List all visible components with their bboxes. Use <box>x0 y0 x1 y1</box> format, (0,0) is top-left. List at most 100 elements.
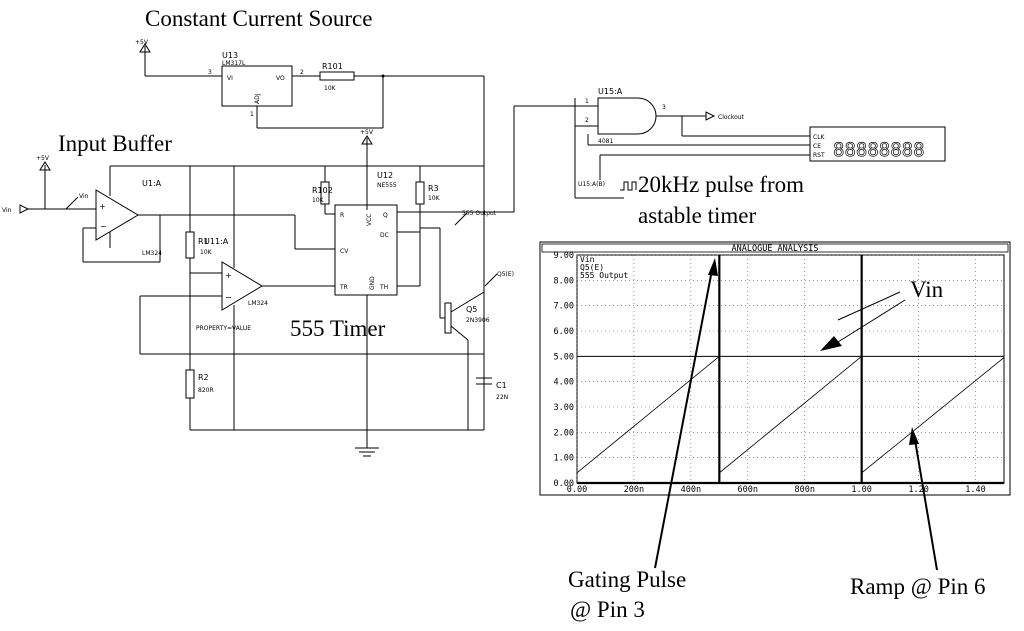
x-tick-label: 400n <box>681 485 701 495</box>
svg-text:ADJ: ADJ <box>254 93 261 104</box>
svg-text:1: 1 <box>250 111 254 118</box>
y-tick-label: 2.00 <box>554 428 574 438</box>
svg-text:−: − <box>100 222 107 231</box>
svg-text:U15:A: U15:A <box>598 87 623 96</box>
r1-resistor: R1 10K <box>185 166 213 370</box>
pulse-source: U15:A(B) <box>574 181 637 199</box>
y-tick-label: 6.00 <box>554 327 574 337</box>
vin-source: Vin +5V Vin <box>2 155 96 214</box>
svg-text:CE: CE <box>813 143 821 150</box>
gating-pulse-label-line2: @ Pin 3 <box>570 597 645 622</box>
svg-text:Q: Q <box>383 212 388 219</box>
legend-entry: Vin <box>580 255 595 264</box>
svg-text:820R: 820R <box>198 387 214 394</box>
timer-555-label: 555 Timer <box>290 316 386 341</box>
chart-title: ANALOGUE ANALYSIS <box>732 244 819 254</box>
y-tick-label: 5.00 <box>554 352 574 362</box>
gating-pulse-label-line1: Gating Pulse <box>568 567 686 592</box>
x-tick-label: 1.40 <box>965 485 985 495</box>
svg-text:10K: 10K <box>200 249 213 256</box>
input-buffer-label: Input Buffer <box>58 131 172 156</box>
svg-text:10K: 10K <box>324 85 337 92</box>
series-line-q5-e- <box>576 355 1005 474</box>
svg-text:C1: C1 <box>496 381 507 390</box>
y-tick-label: 7.00 <box>554 302 574 312</box>
svg-text:Q5(E): Q5(E) <box>497 271 514 278</box>
clockout-label: Clockout <box>718 114 745 121</box>
r2-resistor: R2 820R <box>185 369 214 430</box>
svg-text:3: 3 <box>208 69 212 76</box>
svg-text:R1: R1 <box>198 237 209 246</box>
y-tick-label: 9.00 <box>554 251 574 261</box>
legend-entry: Q5(E) <box>580 263 604 272</box>
ramp-label: Ramp @ Pin 6 <box>850 574 986 599</box>
y-tick-label: 0.00 <box>554 479 574 489</box>
svg-text:VO: VO <box>276 75 285 82</box>
svg-text:10K: 10K <box>312 197 325 204</box>
svg-text:R102: R102 <box>312 186 333 195</box>
svg-text:TH: TH <box>379 284 388 291</box>
svg-text:R3: R3 <box>428 184 439 193</box>
q5-transistor: Q5 2N3906 Q5(E) <box>439 228 514 430</box>
svg-text:U1:A: U1:A <box>142 179 162 188</box>
svg-text:PROPERTY=VALUE: PROPERTY=VALUE <box>196 325 251 332</box>
svg-text:555 Output: 555 Output <box>462 210 497 217</box>
u13-regulator: U13 LM317L VI VO ADJ 3 2 1 <box>208 51 383 129</box>
x-tick-label: 1.00 <box>851 485 871 495</box>
counter-display: CLK CE RST 88888888 <box>809 126 946 162</box>
legend-entry: 555 Output <box>580 271 628 280</box>
pulse-label-line1: 20kHz pulse from <box>638 172 804 197</box>
svg-text:U15:A(B): U15:A(B) <box>578 181 605 188</box>
svg-text:LM324: LM324 <box>142 250 162 257</box>
x-tick-label: 200n <box>624 485 644 495</box>
svg-text:1: 1 <box>585 98 589 105</box>
vin-label: Vin <box>910 277 944 302</box>
output-555: 555 Output <box>450 210 514 226</box>
ground-rail <box>190 429 484 457</box>
svg-text:+5V: +5V <box>360 129 374 136</box>
constant-current-source-label: Constant Current Source <box>145 6 372 31</box>
c1-capacitor: C1 22N <box>476 292 508 430</box>
svg-text:Vin: Vin <box>79 193 89 200</box>
x-tick-label: 800n <box>794 485 814 495</box>
svg-text:2: 2 <box>300 69 304 76</box>
supply-5v-top: +5V <box>135 39 222 77</box>
svg-text:VCC: VCC <box>366 214 373 226</box>
svg-text:R101: R101 <box>322 62 343 71</box>
svg-text:LM324: LM324 <box>248 300 268 307</box>
svg-text:GND: GND <box>369 276 376 290</box>
svg-text:Q5: Q5 <box>466 305 477 314</box>
svg-text:2N3906: 2N3906 <box>466 317 490 324</box>
svg-text:10K: 10K <box>428 195 441 202</box>
x-tick-label: 0.00 <box>567 485 587 495</box>
svg-text:U11:A: U11:A <box>204 237 229 246</box>
u15-and-gate: U15:A 4081 1 2 3 Clockout <box>513 87 810 212</box>
svg-text:R2: R2 <box>198 373 209 382</box>
svg-text:R: R <box>340 212 344 219</box>
svg-text:3: 3 <box>662 104 666 111</box>
svg-text:22N: 22N <box>496 394 508 401</box>
u1-opamp: U1:A LM324 + − <box>82 166 295 263</box>
y-tick-label: 1.00 <box>554 454 574 464</box>
svg-text:+: + <box>99 202 106 211</box>
r102-resistor: R102 10K <box>312 166 333 214</box>
svg-text:VI: VI <box>227 75 233 82</box>
u12-555-timer: U12 NE555 R VCC Q DC CV TR GND TH <box>325 166 450 440</box>
r3-resistor: R3 10K <box>415 166 441 286</box>
svg-text:TR: TR <box>339 284 348 291</box>
svg-text:Vin: Vin <box>2 207 12 214</box>
y-tick-label: 3.00 <box>554 403 574 413</box>
svg-text:+5V: +5V <box>36 155 50 162</box>
svg-text:88888888: 88888888 <box>833 139 925 161</box>
series-line-555-output <box>577 255 1004 485</box>
svg-text:NE555: NE555 <box>377 182 397 189</box>
chart-frame <box>539 241 1011 496</box>
svg-text:2: 2 <box>585 117 589 124</box>
svg-text:U12: U12 <box>377 171 393 180</box>
svg-text:4081: 4081 <box>598 138 613 145</box>
x-tick-label: 1.20 <box>908 485 928 495</box>
r101-resistor: R101 10K <box>319 62 485 430</box>
svg-text:CV: CV <box>340 248 349 255</box>
arrows <box>654 258 938 571</box>
